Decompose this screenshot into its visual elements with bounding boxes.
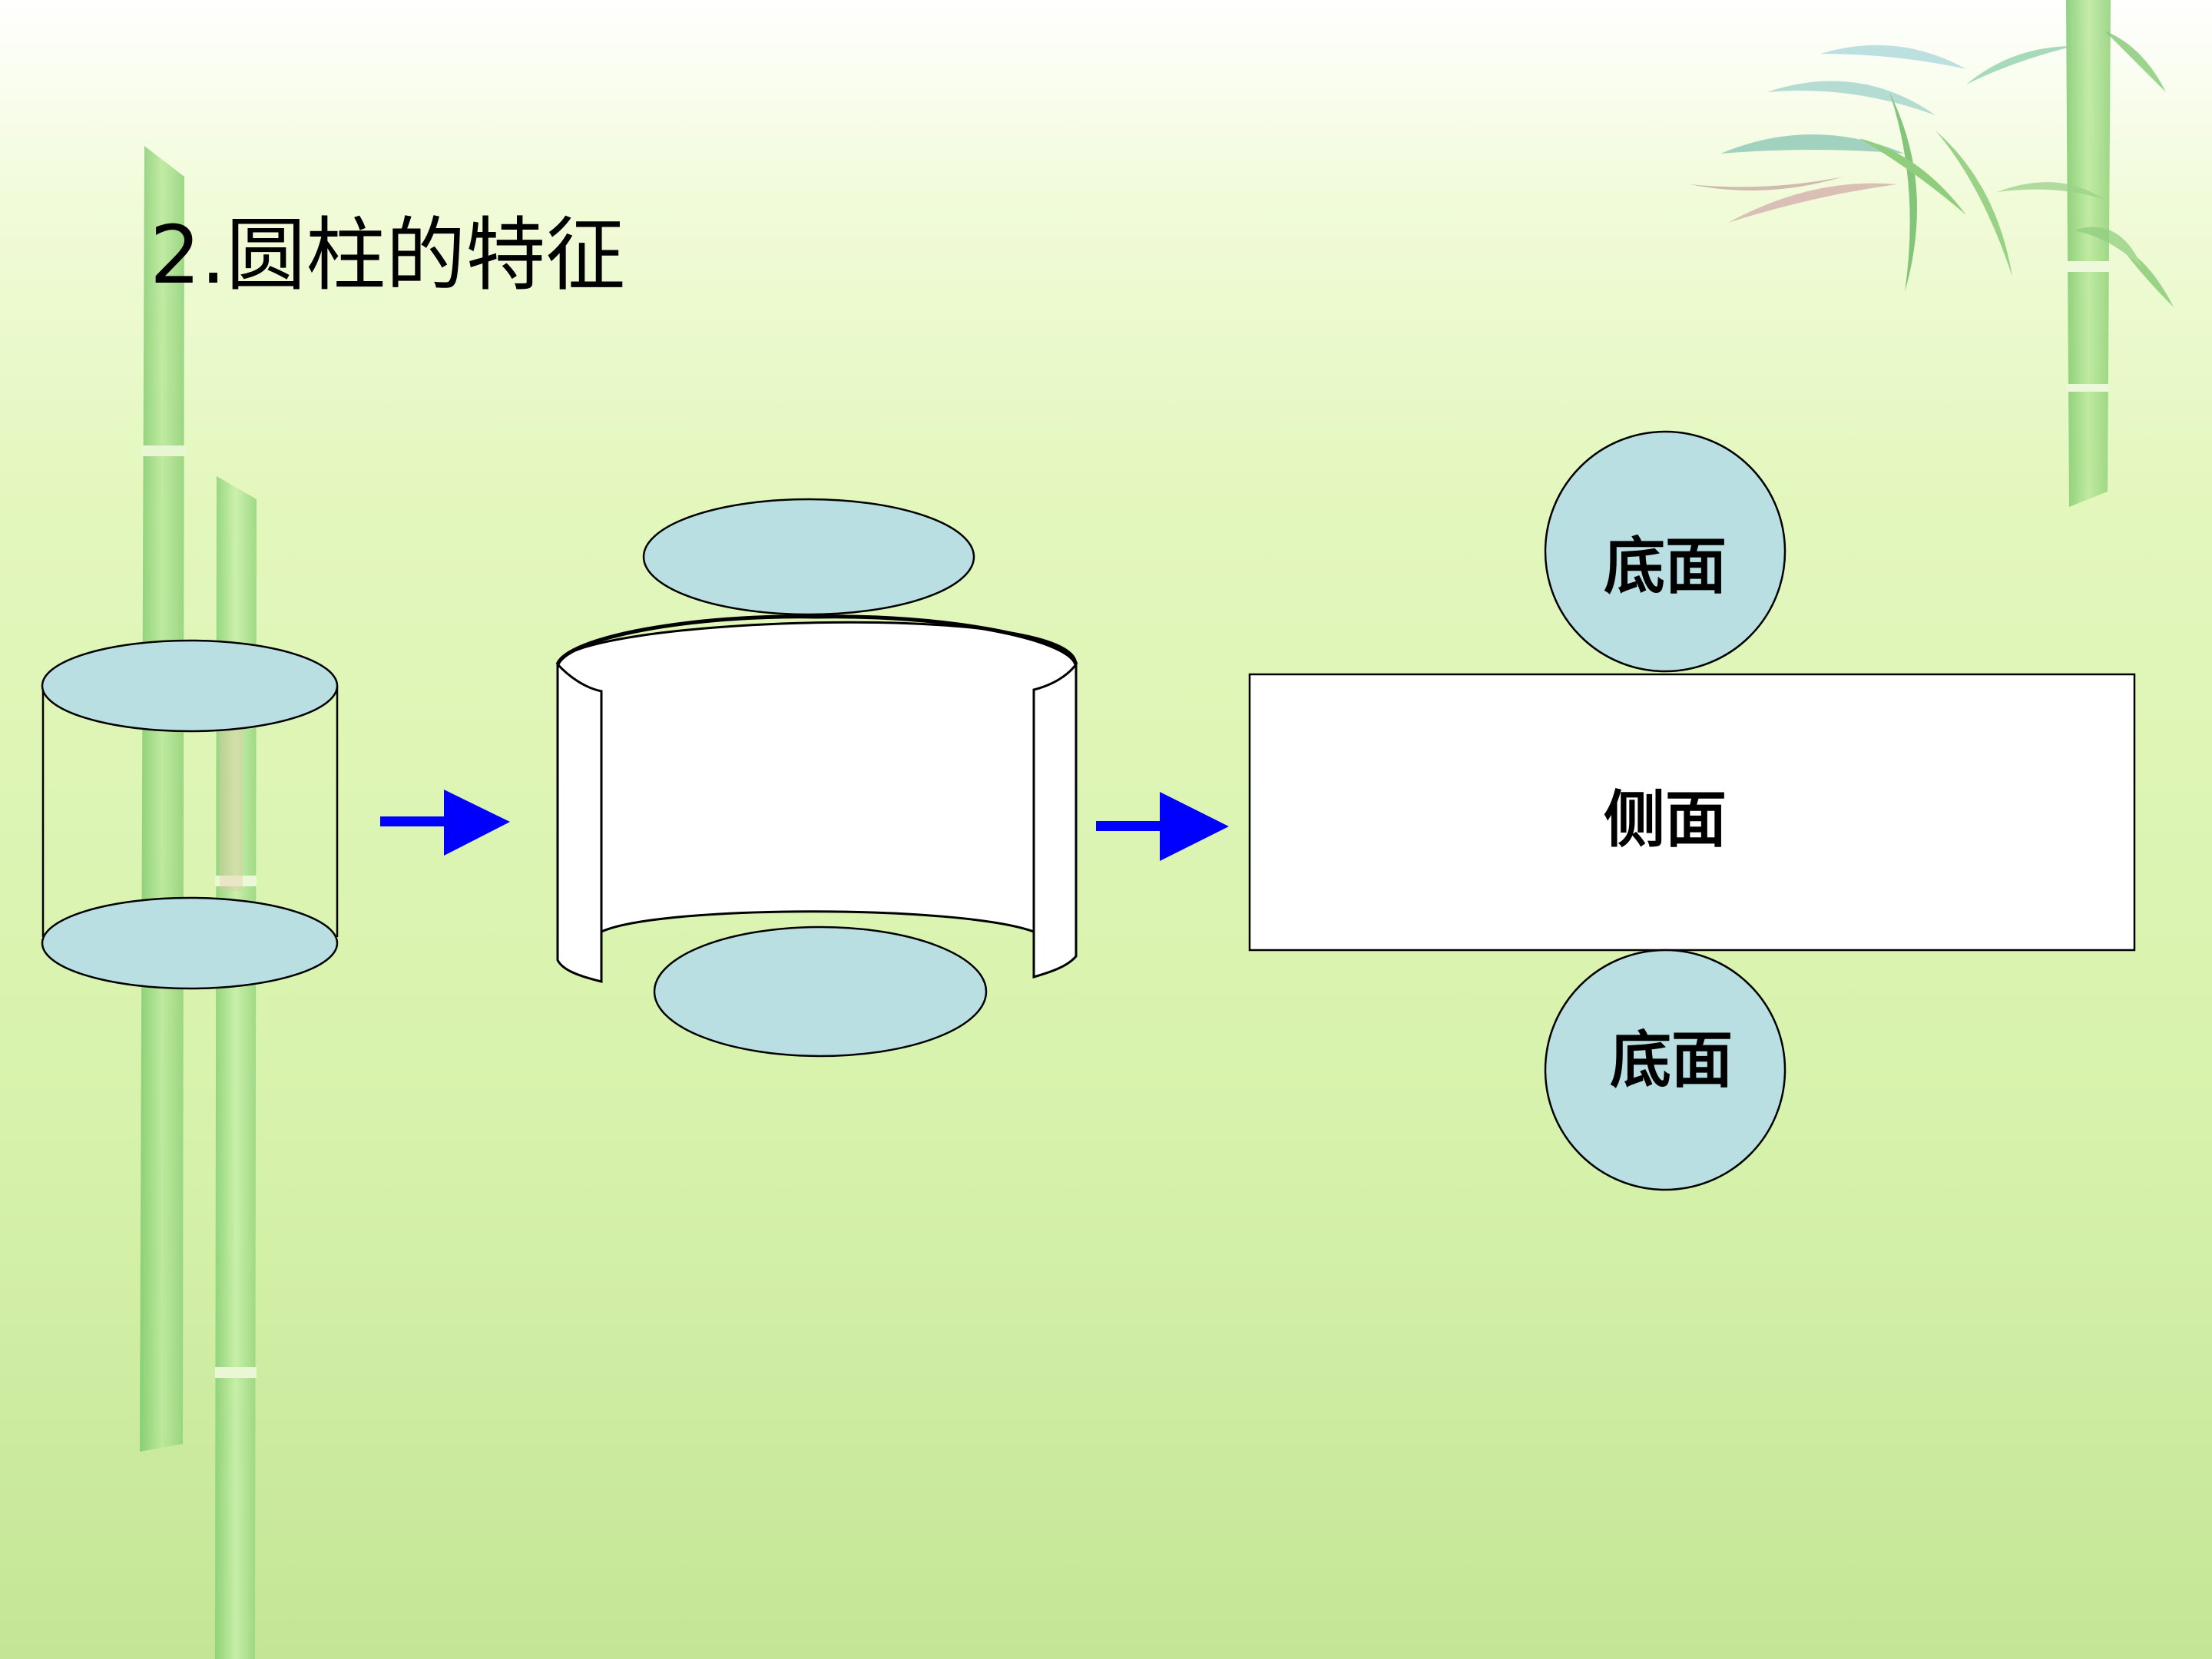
net-bottom-base [1544, 949, 1786, 1191]
net-bottom-base-label: 底面 [1610, 1024, 1733, 1096]
net-side-label: 侧面 [1604, 783, 1727, 856]
cylinder-shape [41, 639, 339, 990]
cylinder-net: 底面 侧面 底面 [1248, 430, 2136, 1191]
net-top-base [1544, 430, 1786, 673]
bamboo-stalk-icon [140, 146, 257, 1659]
cylinder-bottom-base [41, 896, 339, 990]
net-side-rectangle [1248, 673, 2136, 952]
right-arrow-icon [1096, 792, 1229, 861]
unrolling-cylinder-shape [555, 498, 1078, 1058]
net-top-base-label: 底面 [1604, 530, 1727, 602]
separated-top-base [642, 498, 975, 616]
cylinder-top-base [41, 639, 339, 733]
slide-title: 2.圆柱的特征 [150, 208, 626, 302]
bamboo-leaves-icon [1690, 31, 2174, 307]
right-arrow-icon [380, 790, 510, 856]
bamboo-stalk-icon [2066, 0, 2111, 507]
separated-bottom-base [653, 926, 988, 1058]
